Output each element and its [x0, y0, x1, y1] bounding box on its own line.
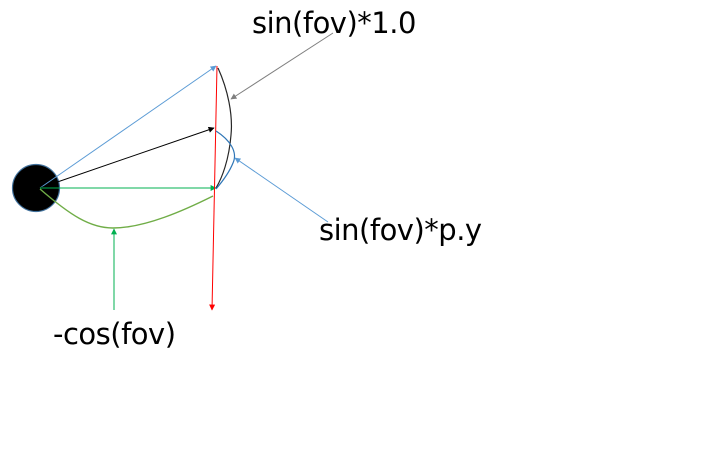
sin-fov-1-pointer-arrow — [230, 32, 334, 100]
sin-fov-py-curve — [215, 130, 236, 190]
neg-cos-fov-curve — [39, 188, 214, 229]
sin-fov-py-label: sin(fov)*p.y — [319, 213, 482, 247]
fov-edge-ray-arrow — [39, 65, 217, 189]
view-plane-arrow — [209, 65, 218, 311]
sin-fov-py-pointer-arrow — [234, 157, 329, 223]
py-ray-arrow — [39, 126, 215, 189]
sin-fov-1-curve — [215, 67, 233, 189]
sin-fov-1-label: sin(fov)*1.0 — [252, 6, 416, 40]
neg-cos-fov-label: -cos(fov) — [53, 317, 176, 351]
